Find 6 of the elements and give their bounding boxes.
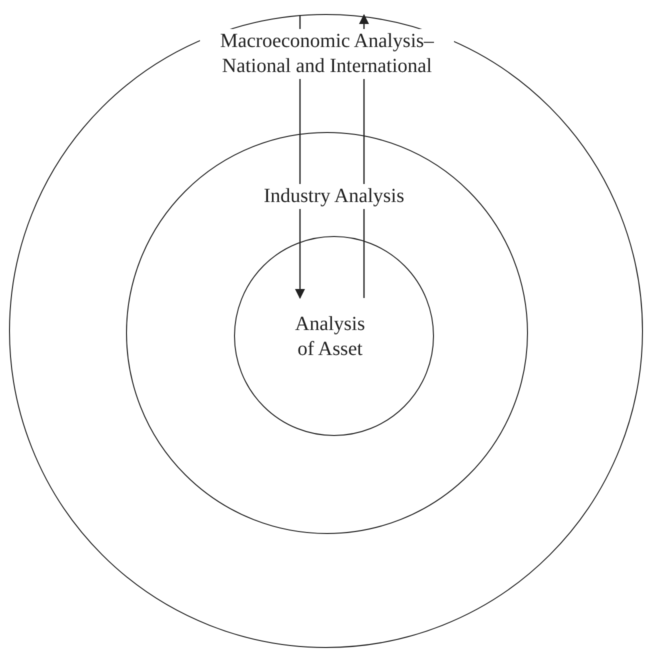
arrow (295, 15, 305, 299)
middle-circle (126, 132, 528, 534)
outer-circle (9, 14, 643, 648)
circle-label: Macroeconomic Analysis– National and International (200, 29, 454, 79)
inner-circle (234, 236, 434, 436)
arrow (359, 14, 369, 298)
